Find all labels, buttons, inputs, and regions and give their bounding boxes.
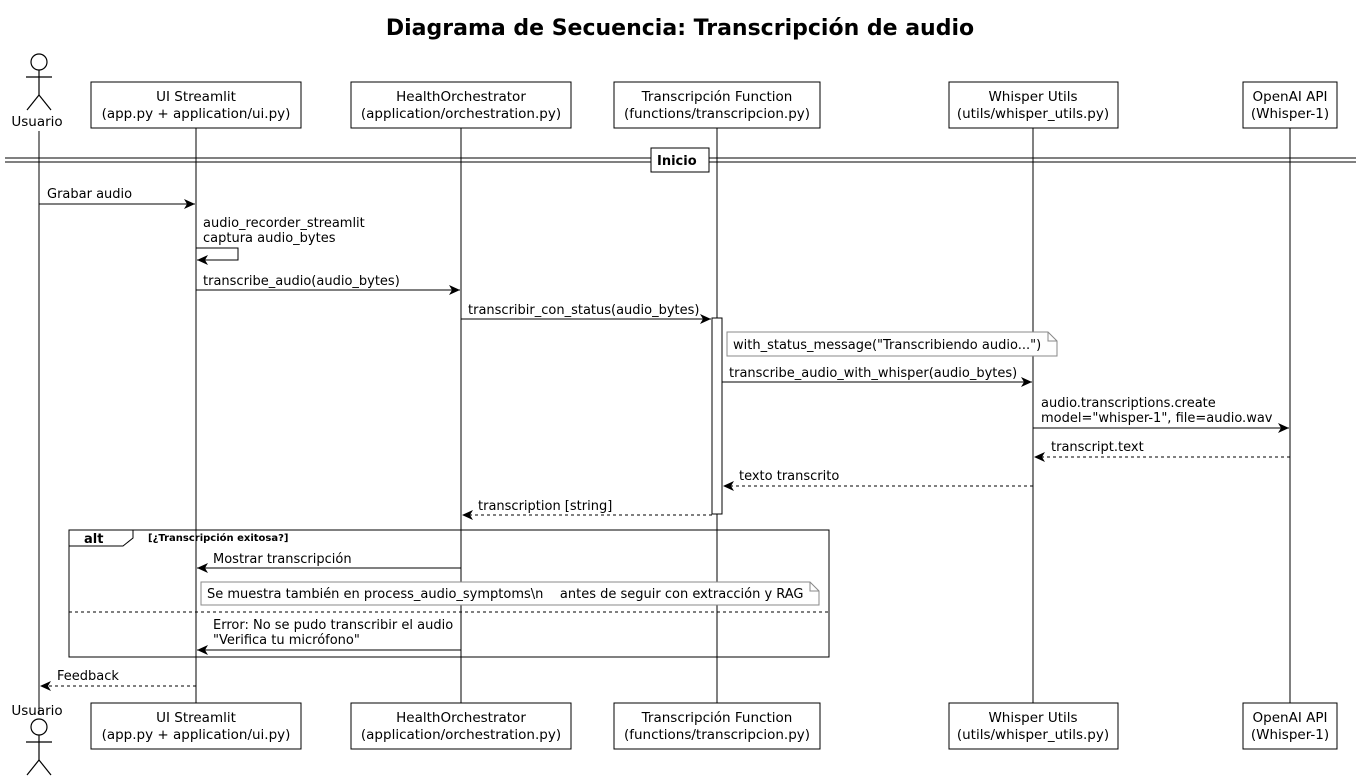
participant-label: Whisper Utils <box>988 89 1077 105</box>
message-label: transcription [string] <box>478 499 612 514</box>
message-label: audio_recorder_streamlit <box>203 216 365 231</box>
actor-usuario-bottom: Usuario <box>11 703 63 776</box>
participant-label: Transcripción Function <box>641 89 793 105</box>
participant-label: Usuario <box>11 114 62 130</box>
participant-whisper-bottom: Whisper Utils (utils/whisper_utils.py) <box>948 702 1119 750</box>
message-label: audio.transcriptions.create <box>1041 396 1216 411</box>
participant-openai-top: OpenAI API (Whisper-1) <box>1242 81 1338 129</box>
note-status-message: with_status_message("Transcribiendo audi… <box>726 331 1058 357</box>
participant-label: UI Streamlit <box>156 710 236 726</box>
participant-label: (utils/whisper_utils.py) <box>957 106 1109 122</box>
message-transcribir-con-status: transcribir_con_status(audio_bytes) <box>461 303 711 324</box>
participant-func-bottom: Transcripción Function (functions/transc… <box>613 702 821 750</box>
message-label: Grabar audio <box>47 187 132 202</box>
participant-label: (functions/transcripcion.py) <box>624 106 810 122</box>
message-label: transcribe_audio(audio_bytes) <box>203 274 400 289</box>
alt-fragment: alt [¿Transcripción exitosa?] <box>68 529 830 658</box>
divider-inicio: Inicio <box>5 147 1356 173</box>
actor-icon <box>30 718 48 736</box>
message-transcribe-audio: transcribe_audio(audio_bytes) <box>196 274 460 295</box>
messages: Grabar audio audio_recorder_streamlit ca… <box>39 187 1290 691</box>
message-label: Error: No se pudo transcribir el audio <box>213 618 453 633</box>
participant-orch-bottom: HealthOrchestrator (application/orchestr… <box>350 702 572 750</box>
message-feedback: Feedback <box>40 669 196 691</box>
message-mostrar-transcripcion: Mostrar transcripción <box>197 552 461 573</box>
participant-label: Usuario <box>11 703 62 719</box>
participant-label: (application/orchestration.py) <box>361 106 561 122</box>
message-label: transcript.text <box>1051 440 1144 455</box>
divider-label: Inicio <box>657 154 697 169</box>
participants-top: Usuario UI Streamlit (app.py + applicati… <box>11 53 1338 130</box>
participant-label: OpenAI API <box>1253 710 1328 726</box>
participant-label: (app.py + application/ui.py) <box>102 106 291 122</box>
participant-label: (app.py + application/ui.py) <box>102 727 291 743</box>
participant-ui-top: UI Streamlit (app.py + application/ui.py… <box>90 81 302 129</box>
message-label: texto transcrito <box>739 469 839 484</box>
message-label: model="whisper-1", file=audio.wav <box>1041 411 1273 426</box>
note-process-audio-text: Se muestra también en process_audio_symp… <box>207 587 804 602</box>
participant-label: Transcripción Function <box>641 710 793 726</box>
participant-whisper-top: Whisper Utils (utils/whisper_utils.py) <box>948 81 1119 129</box>
participant-label: UI Streamlit <box>156 89 236 105</box>
participant-label: (application/orchestration.py) <box>361 727 561 743</box>
participant-label: OpenAI API <box>1253 89 1328 105</box>
participant-label: (utils/whisper_utils.py) <box>957 727 1109 743</box>
lifelines <box>38 128 1291 715</box>
message-transcript-text: transcript.text <box>1034 440 1290 462</box>
message-transcribe-with-whisper: transcribe_audio_with_whisper(audio_byte… <box>722 366 1032 387</box>
message-label: "Verifica tu micrófono" <box>213 633 360 648</box>
participant-label: Whisper Utils <box>988 710 1077 726</box>
note-process-audio: Se muestra también en process_audio_symp… <box>200 581 820 606</box>
message-transcription-string: transcription [string] <box>462 499 712 520</box>
message-openai-create: audio.transcriptions.create model="whisp… <box>1033 396 1289 433</box>
participant-ui-bottom: UI Streamlit (app.py + application/ui.py… <box>90 702 302 750</box>
participant-orch-top: HealthOrchestrator (application/orchestr… <box>350 81 572 129</box>
activation-bar-func <box>711 317 723 515</box>
diagram-title: Diagrama de Secuencia: Transcripción de … <box>386 16 974 41</box>
participant-label: (Whisper-1) <box>1251 106 1329 122</box>
actor-icon <box>30 53 48 71</box>
alt-keyword: alt <box>84 532 103 547</box>
participants-bottom: Usuario UI Streamlit (app.py + applicati… <box>11 702 1338 776</box>
message-texto-transcrito: texto transcrito <box>723 469 1033 491</box>
participant-func-top: Transcripción Function (functions/transc… <box>613 81 821 129</box>
alt-condition: [¿Transcripción exitosa?] <box>148 532 289 544</box>
participant-label: (Whisper-1) <box>1251 727 1329 743</box>
message-grabar-audio: Grabar audio <box>39 187 195 209</box>
message-label: Feedback <box>57 669 119 684</box>
message-label: transcribe_audio_with_whisper(audio_byte… <box>729 366 1017 381</box>
message-error: Error: No se pudo transcribir el audio "… <box>197 618 461 655</box>
message-label: transcribir_con_status(audio_bytes) <box>468 303 700 318</box>
actor-usuario-top: Usuario <box>11 53 63 130</box>
note-status-message-text: with_status_message("Transcribiendo audi… <box>733 338 1041 353</box>
participant-label: HealthOrchestrator <box>396 710 526 726</box>
participant-label: (functions/transcripcion.py) <box>624 727 810 743</box>
message-label: Mostrar transcripción <box>213 552 352 567</box>
participant-label: HealthOrchestrator <box>396 89 526 105</box>
participant-openai-bottom: OpenAI API (Whisper-1) <box>1242 702 1338 750</box>
message-label: captura audio_bytes <box>203 231 336 246</box>
message-audio-recorder: audio_recorder_streamlit captura audio_b… <box>196 216 365 265</box>
